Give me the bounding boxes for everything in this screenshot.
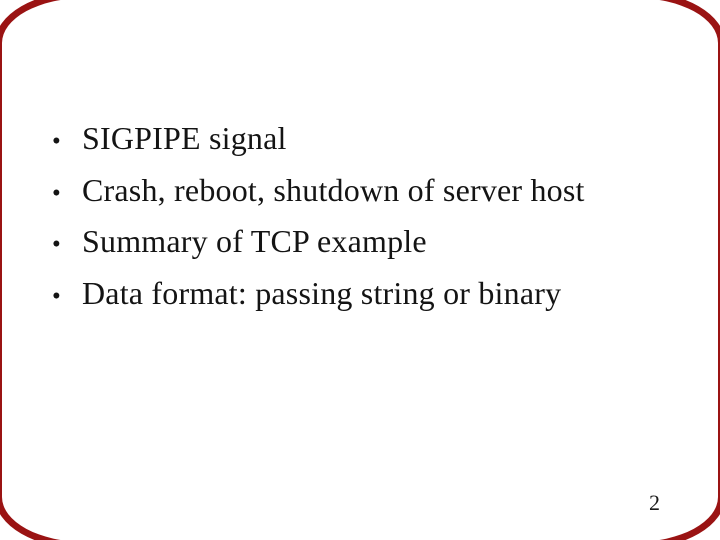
bullet-icon: • — [52, 231, 61, 259]
bullet-text: Data format: passing string or binary — [82, 275, 562, 312]
bullet-list: • SIGPIPE signal • Crash, reboot, shutdown… — [52, 116, 585, 323]
bullet-item: • Data format: passing string or binary — [52, 271, 585, 323]
bullet-text: Crash, reboot, shutdown of server host — [82, 171, 585, 208]
page-number: 2 — [649, 490, 660, 515]
bullet-icon: • — [52, 128, 61, 155]
bullet-item: • Crash, reboot, shutdown of server host — [52, 168, 585, 220]
bullet-text: SIGPIPE signal — [82, 120, 287, 156]
bullet-text: Summary of TCP example — [82, 223, 427, 260]
bullet-icon: • — [52, 283, 61, 311]
bullet-item: • Summary of TCP example — [52, 219, 585, 271]
bullet-icon: • — [52, 179, 61, 207]
bullet-item: • SIGPIPE signal — [52, 116, 585, 168]
